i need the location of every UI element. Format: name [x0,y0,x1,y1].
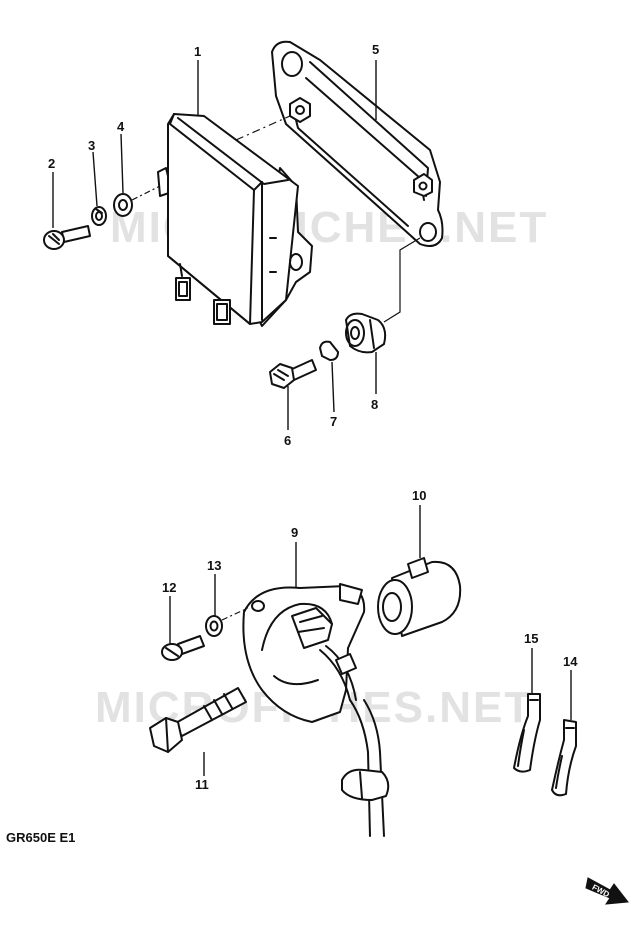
guide-line-5-8 [383,237,421,323]
callout-6: 6 [284,433,291,448]
part-14-clamp[interactable] [551,719,577,797]
part-3-lock-washer[interactable] [91,206,107,226]
callout-4: 4 [117,119,125,134]
part-11-bolt[interactable] [149,687,247,753]
part-12-screw[interactable] [161,635,205,661]
callout-5: 5 [372,42,379,57]
callout-7: 7 [330,414,337,429]
callout-12: 12 [162,580,176,595]
part-4-washer[interactable] [113,193,133,217]
fwd-arrow-icon: FWD [585,877,629,905]
part-13-washer[interactable] [205,615,223,637]
leader-lines [52,60,572,776]
callout-14: 14 [563,654,578,669]
guide-line-washers [131,185,161,201]
part-10-rotor[interactable] [377,557,462,637]
part-9-pickup-base[interactable] [242,583,390,837]
diagram-code: GR650E E1 [6,830,75,845]
guide-line-washer-base [221,607,249,621]
callout-numbers: 1 5 2 3 4 6 7 8 9 10 11 12 13 14 15 [48,42,578,792]
part-6-bolt[interactable] [269,359,317,389]
callout-9: 9 [291,525,298,540]
callout-15: 15 [524,631,538,646]
part-8-grommet[interactable] [345,312,387,354]
callout-3: 3 [88,138,95,153]
callout-8: 8 [371,397,378,412]
callout-10: 10 [412,488,426,503]
guide-line-1-5 [235,115,291,141]
callout-2: 2 [48,156,55,171]
callout-13: 13 [207,558,221,573]
part-7-collar[interactable] [319,340,339,361]
part-5-bracket[interactable] [271,40,444,247]
callout-1: 1 [194,44,201,59]
part-1-control-unit[interactable] [157,113,313,327]
part-2-screw[interactable] [43,225,91,250]
part-15-clamp[interactable] [513,693,541,773]
callout-11: 11 [195,777,209,792]
